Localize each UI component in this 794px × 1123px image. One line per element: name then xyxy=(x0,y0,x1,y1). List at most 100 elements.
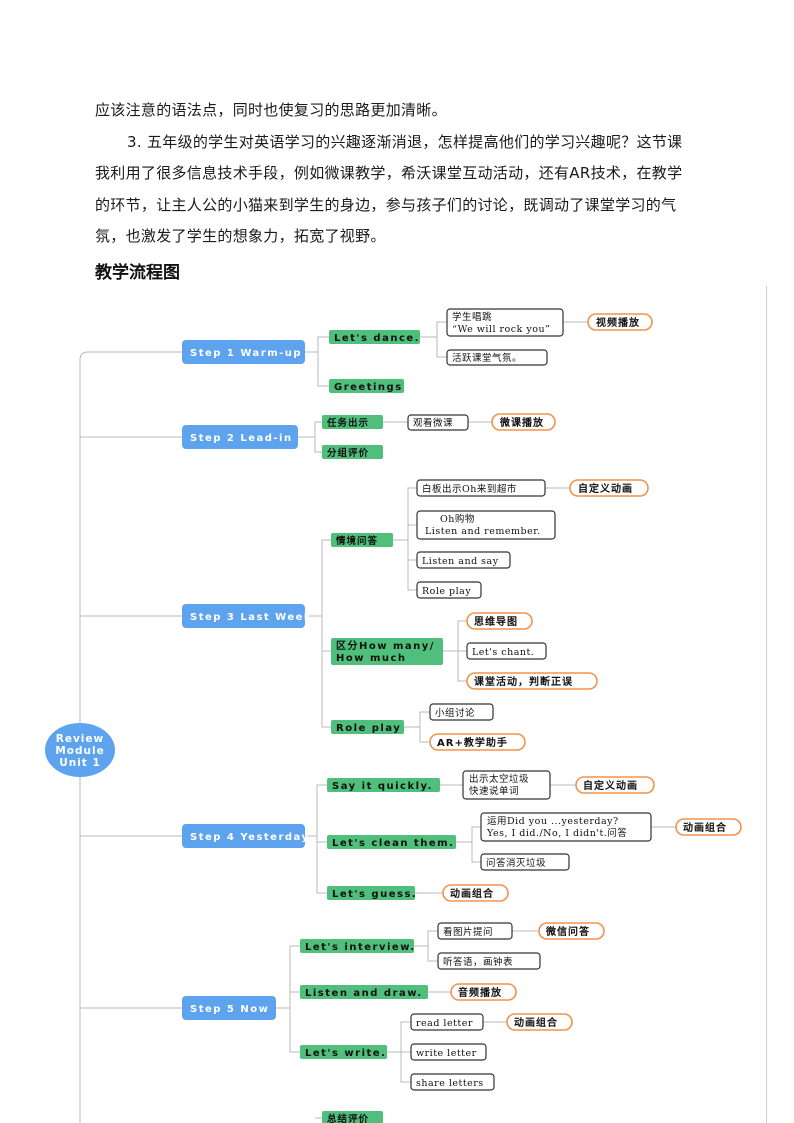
tool-label: AR+教学助手 xyxy=(437,736,508,749)
para-line: 氛，也激发了学生的想象力，拓宽了视野。 xyxy=(95,227,386,245)
box-text: 出示太空垃圾 xyxy=(469,773,529,785)
tool-micro: 微课播放 xyxy=(491,413,556,431)
tool-label: 动画组合 xyxy=(450,887,494,900)
box-text: 问答消灭垃圾 xyxy=(486,857,546,869)
box-ask-picture: 看图片提问 xyxy=(437,922,513,940)
para-line: 我利用了很多信息技术手段，例如微课教学，希沃课堂互动活动，还有AR技术，在教学 xyxy=(95,164,683,182)
box-text: 看图片提问 xyxy=(443,926,493,938)
box-listen-say: Listen and say xyxy=(416,551,511,569)
activity-label: Let's guess. xyxy=(332,889,417,900)
box-text: 运用Did you ...yesterday? xyxy=(487,816,619,827)
activity-label: 情境问答 xyxy=(335,535,378,547)
activity-lets-dance: Let's dance. xyxy=(329,330,420,344)
tool-label: 微课播放 xyxy=(499,416,544,429)
box-lets-chant: Let's chant. xyxy=(466,642,547,660)
box-use-did: 运用Did you ...yesterday? Yes, I did./No, … xyxy=(480,812,652,842)
step-5-label: Step 5 Now xyxy=(190,1004,269,1015)
box-text: Listen and say xyxy=(422,556,499,567)
tool-custom-anim-2: 自定义动画 xyxy=(575,776,655,794)
box-show-trash: 出示太空垃圾 快速说单词 xyxy=(462,770,551,800)
box-watch-micro: 观看微课 xyxy=(407,414,469,431)
activity-say-quickly: Say it quickly. xyxy=(327,778,440,792)
step-3-label: Step 3 Last Week xyxy=(190,612,312,623)
step-2-label: Step 2 Lead-in xyxy=(190,433,293,444)
box-atmosphere: 活跃课堂气氛。 xyxy=(446,349,548,366)
step-2-node: Step 2 Lead-in xyxy=(182,425,298,449)
box-text: Let's chant. xyxy=(472,647,534,658)
activity-task: 任务出示 xyxy=(322,415,383,429)
box-text: read letter xyxy=(416,1018,473,1029)
box-text: write letter xyxy=(416,1048,477,1059)
box-write-letter: write letter xyxy=(410,1043,487,1061)
tool-label: 视频播放 xyxy=(596,316,640,329)
tool-video: 视频播放 xyxy=(587,313,653,331)
tool-label: 课堂活动，判断正误 xyxy=(474,675,573,688)
tool-custom-anim-1: 自定义动画 xyxy=(569,479,649,497)
root-line: Review xyxy=(56,733,104,745)
tool-label: 思维导图 xyxy=(474,615,518,628)
box-text: 小组讨论 xyxy=(435,707,475,719)
box-read-letter: read letter xyxy=(410,1013,484,1031)
activity-greetings: Greetings xyxy=(329,379,404,393)
activity-how-many: 区分How many/ How much xyxy=(331,638,443,665)
step-4-node: Step 4 Yesterday xyxy=(182,824,310,848)
box-text: Yes, I did./No, I didn't.问答 xyxy=(486,827,627,839)
step-5-node: Step 5 Now xyxy=(182,996,276,1020)
box-text: 白板出示Oh来到超市 xyxy=(422,483,517,495)
activity-role-play: Role play xyxy=(331,720,404,734)
para-line: 应该注意的语法点，同时也使复习的思路更加清晰。 xyxy=(95,101,447,119)
page-frame-line xyxy=(766,286,767,1123)
root-node-review-module: Review Module Unit 1 xyxy=(45,723,115,777)
tool-label: 动画组合 xyxy=(514,1016,558,1029)
box-text: Oh购物 xyxy=(440,513,475,525)
box-text: Role play xyxy=(422,586,471,597)
tool-label: 动画组合 xyxy=(683,821,727,834)
activity-listen-draw: Listen and draw. xyxy=(300,985,428,999)
activity-label: 分组评价 xyxy=(327,447,369,459)
step-1-node: Step 1 Warm-up xyxy=(182,340,305,364)
box-text: 听答语，画钟表 xyxy=(443,956,513,968)
activity-summary: 总结评价 xyxy=(322,1111,383,1123)
box-whiteboard: 白板出示Oh来到超市 xyxy=(416,479,546,497)
box-qa-trash: 问答消灭垃圾 xyxy=(480,853,570,871)
root-line: Module xyxy=(55,745,104,757)
activity-label: Let's write. xyxy=(305,1048,386,1059)
tool-anim-combo-3: 动画组合 xyxy=(506,1013,573,1031)
tool-ar: AR+教学助手 xyxy=(429,733,526,751)
activity-label: 任务出示 xyxy=(326,417,369,429)
tool-anim-combo-2: 动画组合 xyxy=(442,884,509,902)
activity-write: Let's write. xyxy=(300,1045,387,1059)
tool-label: 自定义动画 xyxy=(578,482,633,495)
tool-audio: 音频播放 xyxy=(450,983,517,1001)
tool-label: 自定义动画 xyxy=(583,779,638,792)
activity-label: Listen and draw. xyxy=(305,988,423,999)
tool-label: 微信问答 xyxy=(545,925,590,938)
activity-label: Role play xyxy=(336,723,401,734)
tool-wechat-qa: 微信问答 xyxy=(538,922,605,940)
step-4-label: Step 4 Yesterday xyxy=(190,832,310,843)
box-text: share letters xyxy=(416,1078,484,1089)
connector-lines xyxy=(79,321,676,1123)
box-sing-dance: 学生唱跳 “We will rock you” xyxy=(446,308,564,337)
box-text: 观看微课 xyxy=(413,417,453,429)
root-line: Unit 1 xyxy=(59,757,101,769)
activity-label: Let's dance. xyxy=(334,333,420,344)
box-group-discuss: 小组讨论 xyxy=(429,703,494,721)
tool-anim-combo-1: 动画组合 xyxy=(675,818,742,836)
box-text: 快速说单词 xyxy=(469,785,519,797)
box-text: “We will rock you” xyxy=(452,324,550,335)
box-text: 学生唱跳 xyxy=(452,311,492,323)
tool-mind-map: 思维导图 xyxy=(466,612,533,630)
activity-label: 区分How many/ xyxy=(336,639,435,652)
activity-label: 总结评价 xyxy=(327,1113,369,1123)
section-heading: 教学流程图 xyxy=(95,263,180,283)
activity-label: Greetings xyxy=(334,382,403,393)
box-answer-clock: 听答语，画钟表 xyxy=(437,952,541,970)
activity-group-eval: 分组评价 xyxy=(322,445,383,459)
activity-label: How much xyxy=(336,653,407,664)
step-1-label: Step 1 Warm-up xyxy=(190,348,302,359)
box-share-letters: share letters xyxy=(410,1073,495,1091)
step-3-node: Step 3 Last Week xyxy=(182,604,312,628)
activity-situation-qa: 情境问答 xyxy=(331,533,393,547)
